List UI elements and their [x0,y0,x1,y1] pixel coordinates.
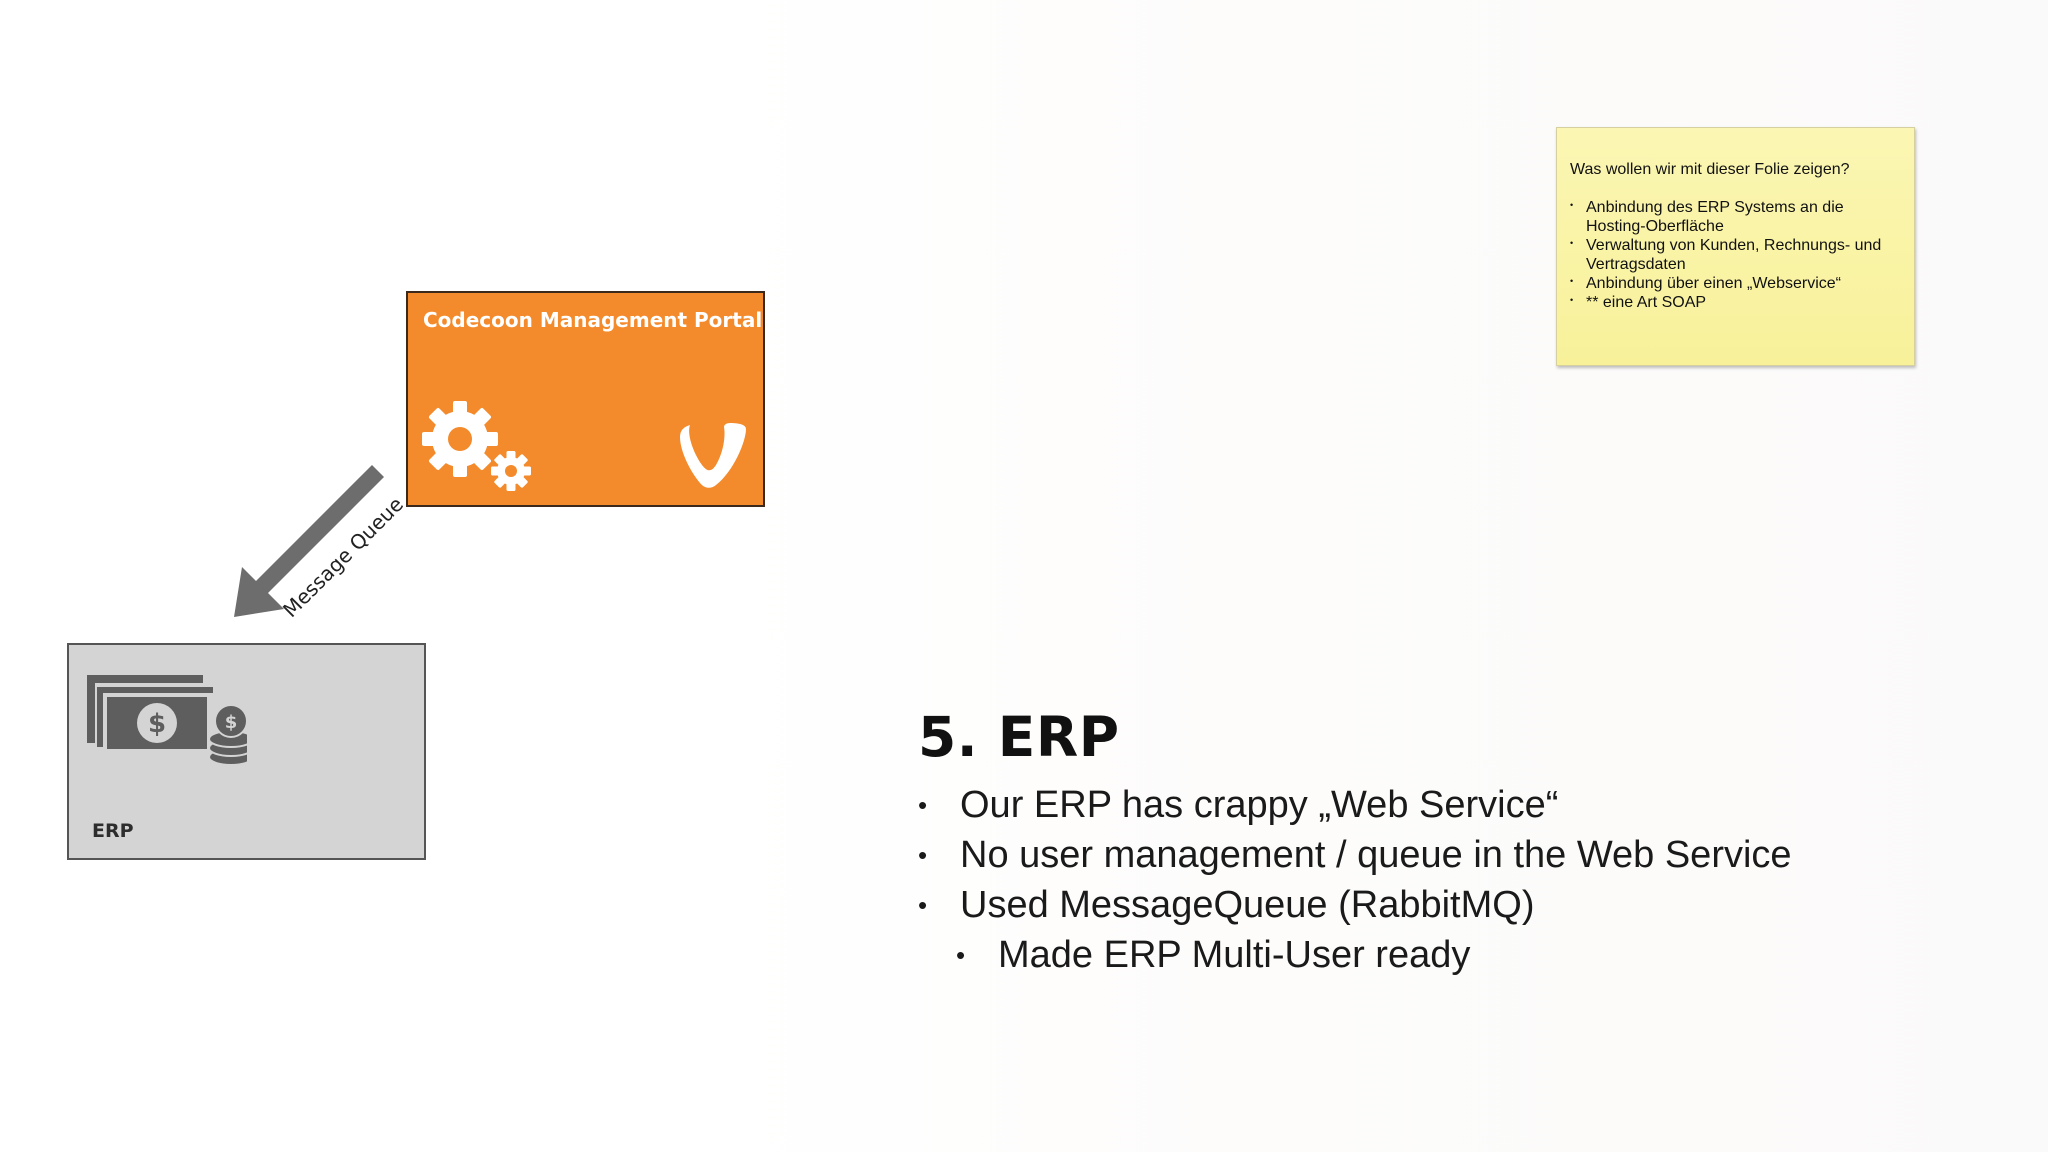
sticky-note-item: ** eine Art SOAP [1570,291,1902,312]
portal-title: Codecoon Management Portal [423,308,763,332]
money-icon: $ $ [87,675,247,766]
sticky-note[interactable]: Was wollen wir mit dieser Folie zeigen? … [1556,127,1915,366]
sticky-note-item: Anbindung über einen „Webservice“ [1570,272,1902,293]
typo3-logo-icon [680,423,746,488]
slide-bullet-list: Our ERP has crappy „Web Service“ No user… [918,780,1792,980]
slide-title: 5. ERP [918,705,1120,769]
bullet-item: Our ERP has crappy „Web Service“ [918,780,1792,830]
sub-bullet-item: Made ERP Multi-User ready [918,930,1792,980]
sticky-note-item: Anbindung des ERP Systems an die Hosting… [1570,196,1902,236]
sticky-note-item: Verwaltung von Kunden, Rechnungs- und Ve… [1570,234,1902,274]
arrow-shape [234,464,385,617]
svg-text:$: $ [225,712,238,733]
bullet-item: Used MessageQueue (RabbitMQ) [918,880,1792,930]
gears-icon [422,401,531,491]
portal-box: Codecoon Management Portal [406,291,765,507]
message-queue-arrow: Message Queue [234,464,408,622]
bullet-item: No user management / queue in the Web Se… [918,830,1792,880]
svg-text:$: $ [148,709,166,739]
erp-box: $ $ ERP [67,643,426,860]
sticky-note-list: Anbindung des ERP Systems an die Hosting… [1570,196,1902,312]
sticky-note-heading: Was wollen wir mit dieser Folie zeigen? [1570,161,1850,178]
erp-label: ERP [92,820,134,842]
